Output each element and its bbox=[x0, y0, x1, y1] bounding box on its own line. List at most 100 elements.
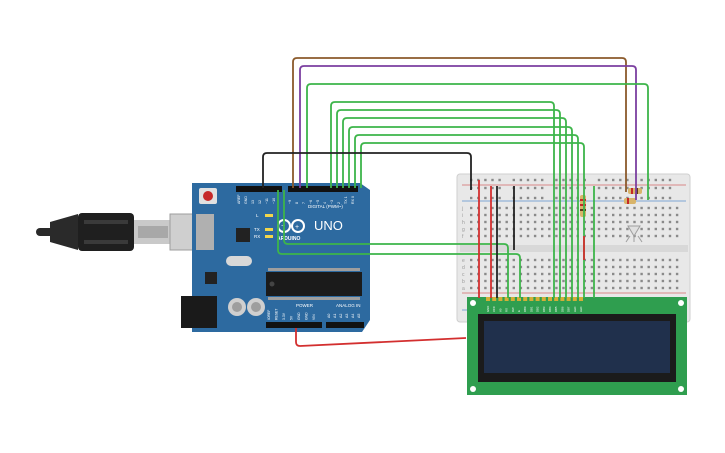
lcd-pin[interactable] bbox=[492, 297, 497, 301]
wire-green-4[interactable] bbox=[342, 117, 567, 298]
bb-hole bbox=[526, 213, 530, 217]
bb-hole bbox=[668, 234, 672, 238]
lcd-pin[interactable] bbox=[566, 297, 571, 301]
bb-hole bbox=[519, 206, 523, 210]
bb-hole bbox=[484, 186, 487, 190]
lcd-pin[interactable] bbox=[498, 297, 503, 301]
wire-red-5v[interactable] bbox=[295, 328, 467, 347]
bb-hole bbox=[654, 227, 657, 231]
resistor-1[interactable] bbox=[580, 195, 586, 217]
bb-hole bbox=[491, 286, 494, 290]
bb-hole bbox=[541, 234, 544, 238]
digital-pin-label: 4 bbox=[323, 202, 327, 204]
lcd-pin[interactable] bbox=[572, 297, 577, 301]
bb-hole bbox=[640, 206, 643, 210]
digital-pin-label: 8 bbox=[295, 202, 299, 204]
bb-hole bbox=[526, 178, 530, 182]
bb-hole bbox=[647, 220, 650, 224]
bb-hole bbox=[498, 227, 501, 231]
digital-pin-label: 2 bbox=[337, 202, 341, 204]
lcd-pin[interactable] bbox=[560, 297, 565, 301]
rgb-led[interactable] bbox=[625, 225, 643, 243]
digital-pin-label: RX 0 bbox=[351, 196, 355, 204]
bb-row-letter: h bbox=[462, 220, 465, 226]
bb-hole bbox=[661, 178, 665, 182]
bb-hole bbox=[498, 186, 501, 190]
wire-purple[interactable] bbox=[299, 65, 637, 200]
wire-green-2[interactable] bbox=[330, 101, 555, 298]
bb-hole bbox=[505, 234, 508, 238]
lcd-pin[interactable] bbox=[523, 297, 528, 301]
bb-hole bbox=[498, 279, 501, 283]
bb-hole bbox=[569, 279, 572, 283]
bb-hole bbox=[668, 272, 672, 276]
usb-cable[interactable] bbox=[36, 213, 211, 251]
bb-hole bbox=[555, 286, 558, 290]
bb-hole bbox=[604, 279, 608, 283]
bb-hole bbox=[640, 258, 643, 262]
lcd-pin[interactable] bbox=[541, 297, 546, 301]
bb-hole bbox=[604, 265, 608, 269]
lcd-pin[interactable] bbox=[504, 297, 509, 301]
bb-hole bbox=[498, 258, 501, 262]
lcd-pin[interactable] bbox=[535, 297, 540, 301]
lcd-pin[interactable] bbox=[517, 297, 521, 301]
bb-hole bbox=[526, 234, 530, 238]
power-header[interactable] bbox=[266, 322, 322, 328]
bb-hole bbox=[498, 265, 501, 269]
lcd-pin-label: GND bbox=[486, 306, 490, 312]
wire-black-gnd[interactable] bbox=[262, 152, 472, 190]
lcd-pin[interactable] bbox=[554, 297, 559, 301]
digital-header-1[interactable] bbox=[236, 186, 282, 192]
bb-hole bbox=[505, 279, 508, 283]
bb-hole bbox=[562, 265, 565, 269]
wire-green-1[interactable] bbox=[306, 83, 649, 200]
bb-hole bbox=[640, 196, 643, 200]
wire-green-rs[interactable] bbox=[277, 190, 521, 298]
bb-hole bbox=[661, 265, 665, 269]
bb-hole bbox=[562, 213, 565, 217]
bb-hole bbox=[640, 279, 643, 283]
bb-hole bbox=[555, 178, 558, 182]
bb-hole bbox=[668, 279, 672, 283]
bb-hole bbox=[647, 206, 650, 210]
bb-hole bbox=[526, 265, 530, 269]
bb-hole bbox=[533, 265, 537, 269]
lcd-pin[interactable] bbox=[486, 297, 490, 301]
bb-hole bbox=[519, 178, 523, 182]
bb-row-letter: j bbox=[461, 206, 463, 212]
lcd-pin[interactable] bbox=[579, 297, 583, 301]
wire-brown[interactable] bbox=[292, 57, 627, 192]
wire-green-7[interactable] bbox=[360, 142, 585, 298]
arduino-uno-board[interactable]: L TX RX − + UNO ARDUINO DIGITAL (PWM~) A… bbox=[181, 183, 370, 332]
bb-hole bbox=[590, 286, 594, 290]
bb-hole bbox=[626, 272, 629, 276]
lcd-pin[interactable] bbox=[548, 297, 552, 301]
power-pin-label: GND bbox=[305, 312, 309, 320]
analog-pin-label: A2 bbox=[339, 314, 343, 318]
digital-header-2[interactable] bbox=[288, 186, 358, 192]
lcd-pin[interactable] bbox=[510, 297, 515, 301]
resistor-3[interactable] bbox=[624, 198, 636, 204]
bb-hole bbox=[590, 220, 594, 224]
bb-hole bbox=[548, 206, 551, 210]
bb-hole bbox=[654, 265, 657, 269]
wire-green-e[interactable] bbox=[283, 190, 509, 298]
wire-green-6[interactable] bbox=[354, 134, 579, 298]
bb-hole bbox=[654, 279, 657, 283]
bb-hole bbox=[604, 213, 608, 217]
resistor-2[interactable] bbox=[628, 188, 642, 194]
bb-hole bbox=[661, 196, 665, 200]
bb-hole bbox=[597, 272, 601, 276]
wire-green-5[interactable] bbox=[348, 126, 573, 298]
bb-hole bbox=[548, 265, 551, 269]
reset-button-cap[interactable] bbox=[203, 191, 213, 201]
wire-green-3[interactable] bbox=[336, 109, 561, 298]
analog-header[interactable] bbox=[326, 322, 364, 328]
bb-hole bbox=[555, 220, 558, 224]
lcd-pin[interactable] bbox=[529, 297, 534, 301]
bb-hole bbox=[597, 220, 601, 224]
